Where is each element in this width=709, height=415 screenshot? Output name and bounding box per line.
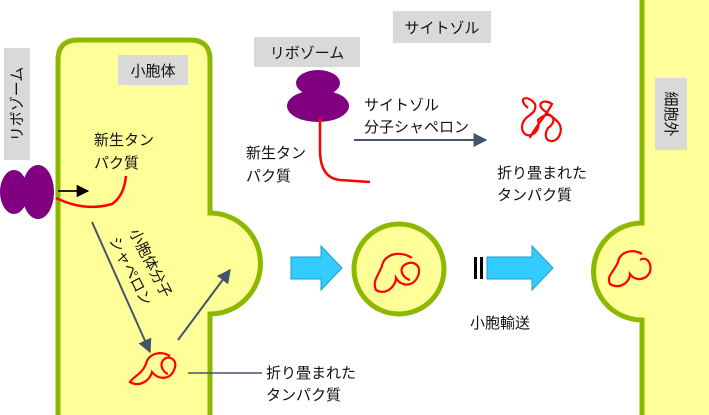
- transport-arrow-1: [290, 244, 343, 292]
- ribosome-top-tag: [254, 37, 360, 67]
- extracellular-tag: [655, 78, 687, 150]
- cytosol-tag: [393, 11, 491, 43]
- extracellular-label: 細胞外: [662, 91, 680, 136]
- folded-top-line2: タンパク質: [497, 186, 572, 204]
- ribosome-left-tag: [4, 48, 30, 160]
- er-compartment: [55, 37, 263, 415]
- folded-protein-cytosol: [520, 97, 562, 143]
- folded-bottom-line2: タンパク質: [266, 386, 341, 404]
- folded-protein-er: [128, 352, 177, 386]
- arrow-er-down: [91, 221, 152, 354]
- folded-protein-membrane: [607, 250, 652, 288]
- arrow-er-up: [177, 268, 231, 341]
- nascent-left-line1: 新生タン: [94, 131, 154, 149]
- nascent-top-line1: 新生タン: [246, 144, 306, 162]
- folded-top-line1: 折り畳まれた: [497, 164, 587, 182]
- nascent-protein-left: [55, 175, 128, 209]
- cyto-chaperone-line2: 分子シャペロン: [364, 118, 469, 136]
- folded-bottom-line1: 折り畳まれた: [266, 364, 356, 382]
- ribosome-left-label: リボゾーム: [8, 67, 26, 142]
- vesicle-label: 小胞体: [130, 62, 175, 80]
- nascent-left-line2: パク質: [94, 154, 139, 172]
- vesicle-transport-label: 小胞輸送: [470, 314, 530, 332]
- ribosome-top: [287, 70, 349, 122]
- folded-protein-vesicle: [373, 252, 421, 293]
- ribosome-left: [0, 165, 54, 219]
- nascent-top-line2: パク質: [246, 167, 291, 185]
- transport-vesicle: [351, 221, 447, 317]
- transport-arrow-2: [474, 244, 554, 292]
- cyto-chaperone-line1: サイトゾル: [364, 96, 439, 114]
- cytosol-label: サイトゾル: [404, 19, 479, 37]
- ribosome-top-label: リボゾーム: [270, 44, 345, 62]
- vesicle-tag: [118, 55, 188, 85]
- cell-membrane: [591, 0, 709, 415]
- nascent-protein-top: [318, 118, 371, 184]
